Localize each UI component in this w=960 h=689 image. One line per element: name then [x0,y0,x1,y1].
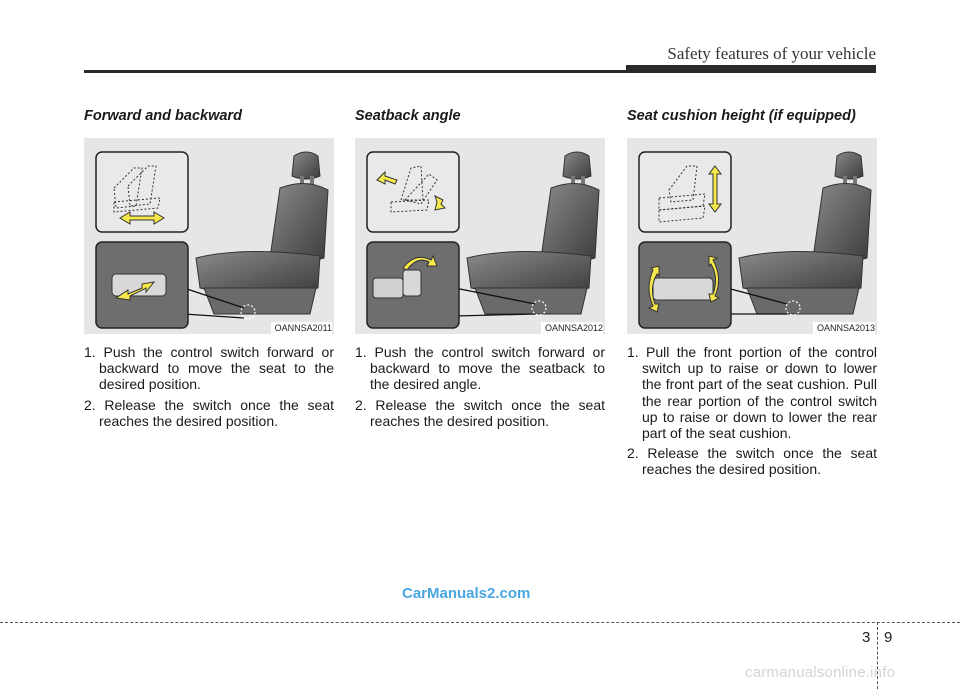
figure-code: OANNSA2012 [540,322,603,334]
chapter-number: 3 [862,629,871,646]
bottom-watermark: carmanualsonline.info [745,664,896,681]
figure-seat-forward-backward: OANNSA2011 [84,138,334,334]
section-seatback-angle: Seatback angle [355,108,605,433]
section-title: Forward and backward [84,108,242,124]
seat-illustration-icon [638,151,872,329]
header-rule-accent [626,65,876,73]
step-item: 1. Push the control switch forward or ba… [355,344,605,393]
running-header: Safety features of your vehicle [667,44,876,63]
step-item: 1. Push the control switch forward or ba… [84,344,334,393]
figure-seatback-angle: OANNSA2012 [355,138,605,334]
section-forward-backward: Forward and backward [84,108,334,433]
seat-illustration-icon [366,151,600,329]
figure-seat-cushion-height: OANNSA2013 [627,138,877,334]
watermark-link[interactable]: CarManuals2.com [402,585,531,602]
step-item: 2. Release the switch once the seat reac… [355,396,605,429]
steps-list: 1. Pull the front portion of the control… [627,344,877,478]
page-number: 9 [884,629,893,646]
figure-code: OANNSA2013 [812,322,875,334]
footer-divider [877,622,878,689]
header-rule [84,70,876,73]
steps-list: 1. Push the control switch forward or ba… [355,344,605,429]
figure-code: OANNSA2011 [270,322,332,334]
section-seat-cushion-height: Seat cushion height (if equipped) [627,108,877,482]
section-title: Seat cushion height (if equipped) [627,108,856,124]
step-item: 2. Release the switch once the seat reac… [84,396,334,429]
step-item: 2. Release the switch once the seat reac… [627,445,877,478]
footer-rule [0,622,960,623]
section-title: Seatback angle [355,108,461,124]
seat-illustration-icon [95,151,329,329]
steps-list: 1. Push the control switch forward or ba… [84,344,334,429]
step-item: 1. Pull the front portion of the control… [627,344,877,442]
